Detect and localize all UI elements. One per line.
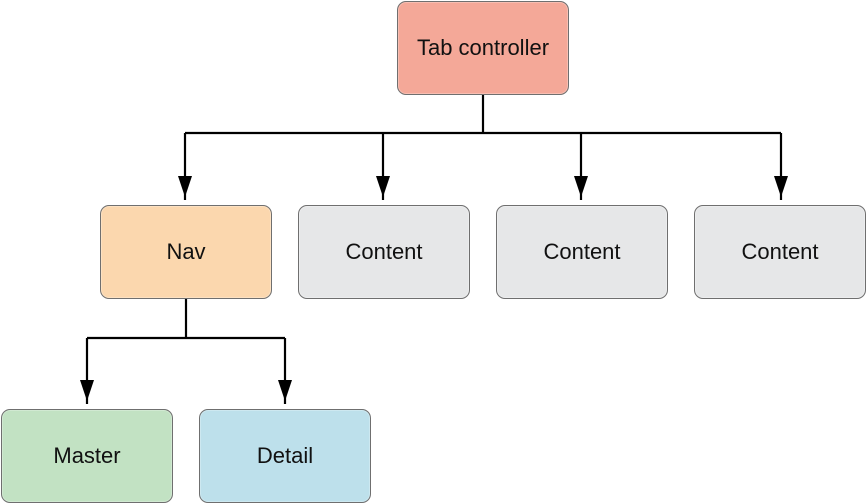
tab-controller-node: Tab controller	[397, 1, 569, 95]
arrowhead-content-3	[774, 176, 788, 197]
master-node: Master	[1, 409, 173, 503]
nav-connectors	[80, 299, 292, 404]
nav-node: Nav	[100, 205, 272, 299]
arrowhead-content-1	[376, 176, 390, 197]
arrowhead-detail	[278, 380, 292, 401]
content-label-2: Content	[543, 239, 621, 264]
arrowhead-nav	[178, 176, 192, 197]
arrowhead-content-2	[574, 176, 588, 197]
detail-label: Detail	[256, 443, 314, 468]
content-node-3: Content	[694, 205, 866, 299]
content-node-1: Content	[298, 205, 470, 299]
arrowhead-master	[80, 380, 94, 401]
master-label: Master	[53, 443, 121, 468]
tab-controller-connectors	[178, 95, 788, 200]
tab-controller-label: Tab controller	[416, 35, 550, 60]
detail-node: Detail	[199, 409, 371, 503]
content-label-3: Content	[741, 239, 819, 264]
nav-label: Nav	[166, 239, 206, 264]
content-node-2: Content	[496, 205, 668, 299]
content-label-1: Content	[345, 239, 423, 264]
